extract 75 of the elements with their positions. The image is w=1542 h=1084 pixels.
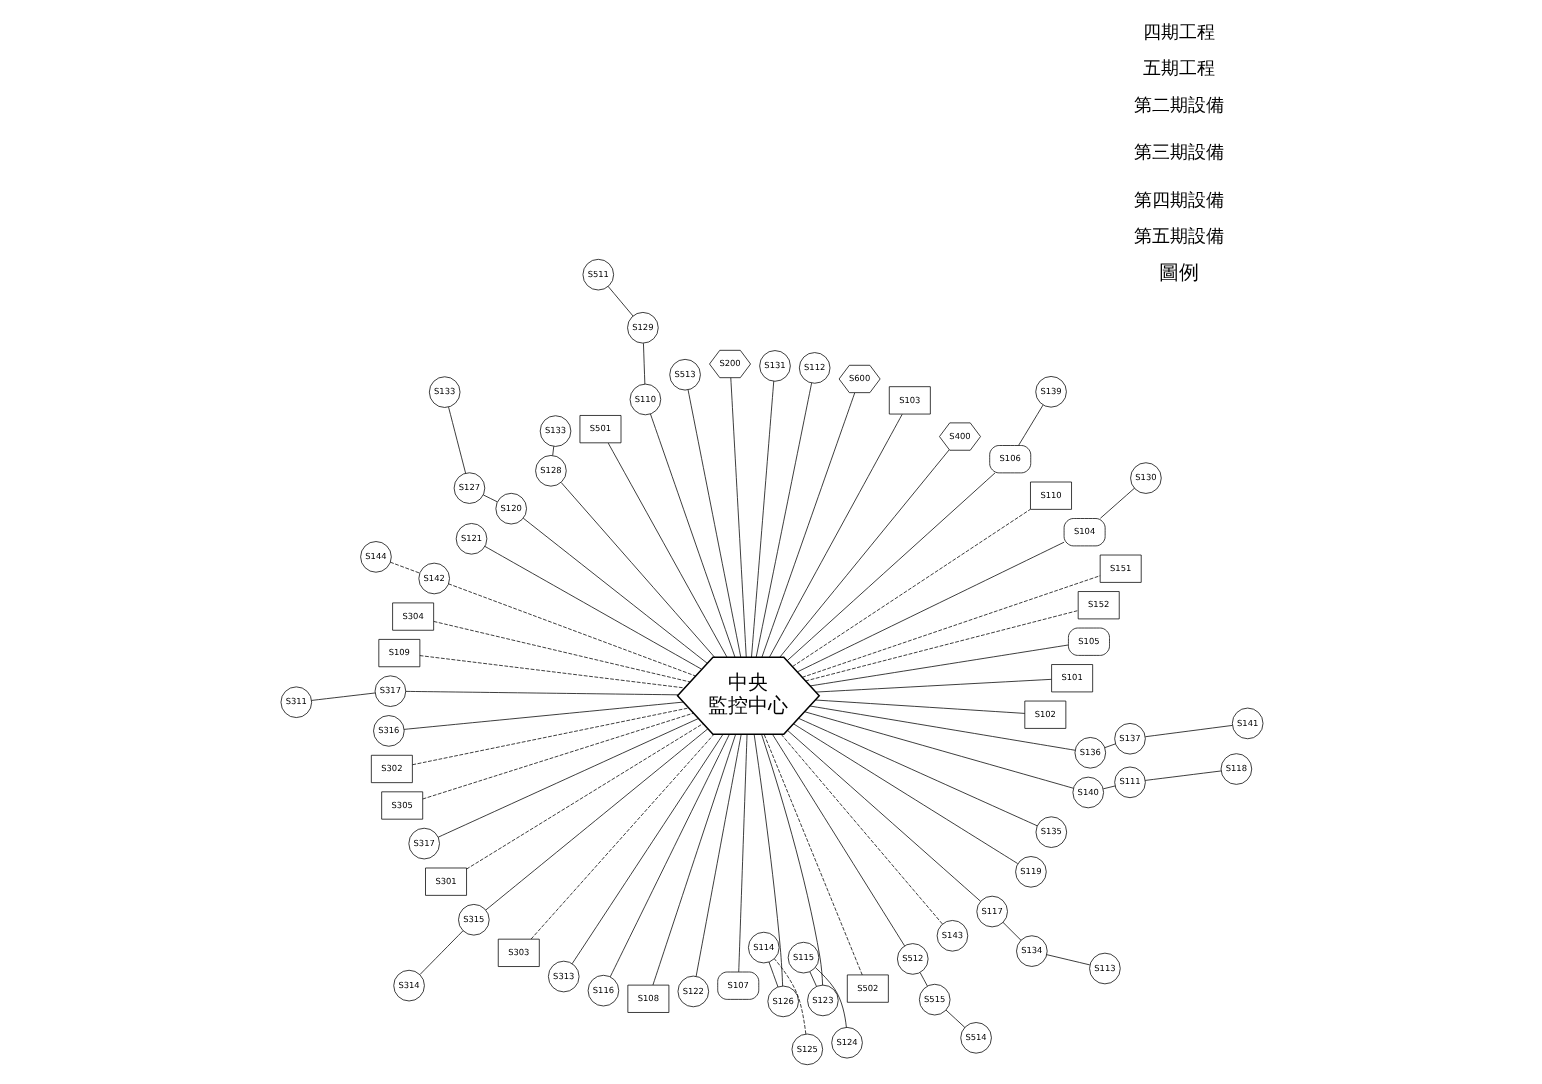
connector xyxy=(808,705,1075,751)
connector xyxy=(803,711,1073,789)
connector xyxy=(483,546,702,670)
connector xyxy=(796,541,1064,673)
connector xyxy=(808,644,1068,687)
connector xyxy=(752,733,783,987)
legend-label: 五期工程 xyxy=(1141,60,1214,81)
connector xyxy=(411,707,688,766)
connector xyxy=(465,723,703,870)
connector xyxy=(694,734,741,977)
connector xyxy=(767,961,778,988)
connector xyxy=(737,733,747,973)
connector xyxy=(773,958,806,1035)
legend-label: 第三期設備 xyxy=(1132,144,1223,165)
connector xyxy=(778,449,949,658)
connector xyxy=(606,286,633,317)
connector xyxy=(482,494,497,503)
connector xyxy=(608,733,729,978)
connector xyxy=(570,734,723,965)
connector xyxy=(436,718,698,838)
connector xyxy=(762,733,862,976)
connector xyxy=(686,389,741,658)
connector xyxy=(447,406,465,474)
connector xyxy=(754,382,811,658)
legend-label: 第四期設備 xyxy=(1132,191,1223,212)
connector xyxy=(649,413,735,658)
connector xyxy=(1143,770,1221,781)
legend-label: 四期工程 xyxy=(1141,23,1214,44)
connector xyxy=(1101,785,1115,790)
legend-label: 第五期設備 xyxy=(1132,228,1223,249)
connector xyxy=(521,517,707,664)
connector xyxy=(808,971,816,987)
connector xyxy=(402,701,683,730)
connector xyxy=(1017,404,1043,446)
connector xyxy=(797,717,1037,827)
connector xyxy=(1103,743,1115,748)
connector xyxy=(606,442,727,658)
connector xyxy=(814,699,1025,714)
connector xyxy=(760,392,855,658)
connector xyxy=(944,1009,965,1028)
connector xyxy=(418,930,463,975)
connector xyxy=(771,734,904,947)
connector xyxy=(814,678,1051,693)
connector xyxy=(484,728,708,911)
connector xyxy=(786,730,980,902)
connector xyxy=(918,972,927,987)
connector xyxy=(651,734,735,986)
connector xyxy=(421,712,693,800)
connector xyxy=(310,692,375,701)
connector xyxy=(418,655,684,689)
connector xyxy=(551,445,554,456)
connector xyxy=(447,583,695,677)
connector xyxy=(404,691,678,696)
connector xyxy=(792,723,1018,864)
connector xyxy=(642,342,645,385)
connector xyxy=(791,509,1030,667)
connector xyxy=(800,575,1100,678)
connector xyxy=(1099,487,1134,519)
connector xyxy=(1144,725,1232,738)
connector xyxy=(432,621,690,683)
connector xyxy=(1045,954,1090,966)
connector xyxy=(389,561,420,574)
connector xyxy=(529,733,714,940)
connector xyxy=(768,413,902,658)
connector xyxy=(1001,921,1021,941)
connector xyxy=(814,967,846,1028)
connector xyxy=(750,380,774,658)
label: 圖例 xyxy=(1157,262,1198,285)
connector xyxy=(804,610,1078,682)
legend-label: 第二期設備 xyxy=(1132,96,1223,117)
connector xyxy=(779,734,942,925)
connector xyxy=(559,482,714,658)
connector xyxy=(760,733,822,986)
connector xyxy=(785,472,995,661)
connector xyxy=(729,377,746,658)
